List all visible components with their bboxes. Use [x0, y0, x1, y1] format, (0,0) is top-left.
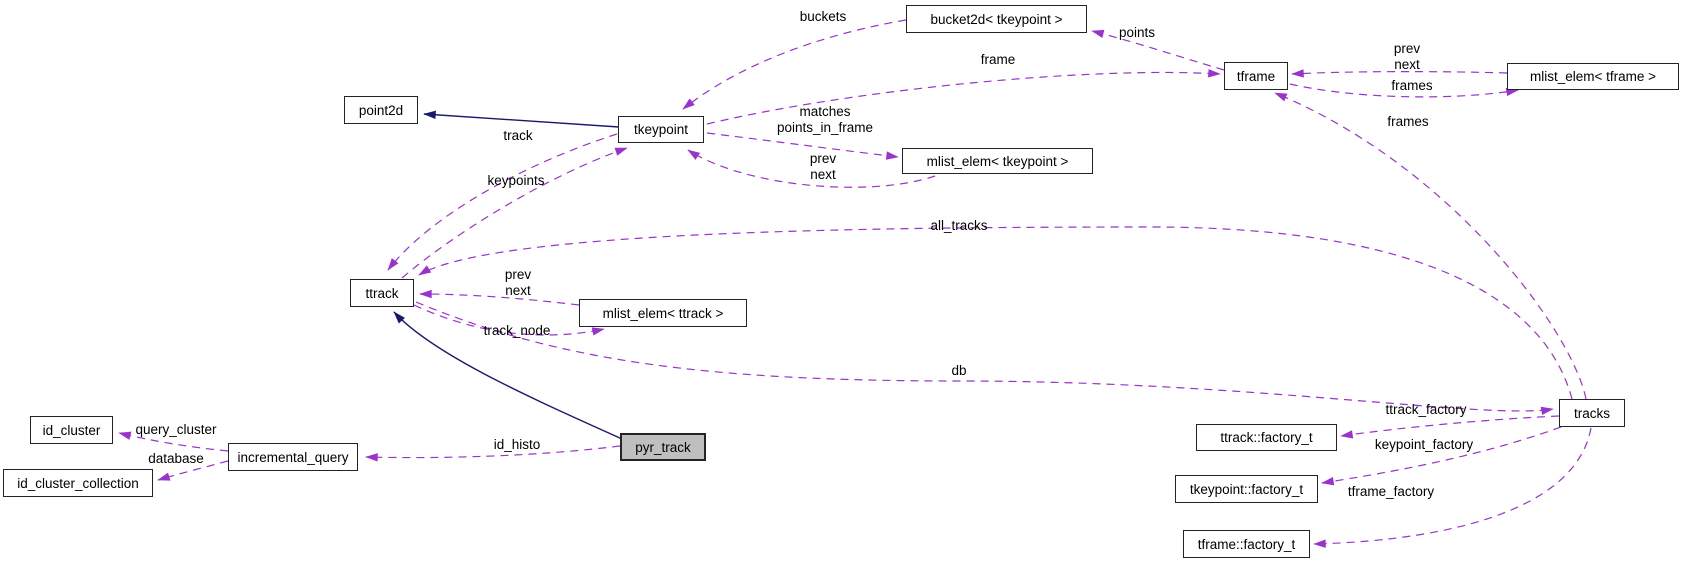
node-bucket2d-tkeypoint[interactable]: bucket2d< tkeypoint > — [906, 5, 1087, 33]
node-tkeypoint[interactable]: tkeypoint — [618, 116, 704, 143]
edge-frames-mlist — [1289, 83, 1519, 98]
edge-label-track: track — [503, 128, 533, 144]
edge-ttrack-factory — [1340, 415, 1560, 439]
edge-prev-next-tkeypoint — [687, 149, 936, 188]
node-pyr-track: pyr_track — [620, 433, 706, 461]
edge-track-node — [413, 304, 605, 336]
edge-prev-next-ttrack — [419, 289, 580, 306]
edge-database — [157, 460, 229, 481]
edge-label-database: database — [148, 451, 204, 467]
edge-keypoint-factory — [1321, 426, 1562, 486]
edge-label-points: points — [1118, 25, 1156, 41]
edge-label-prev-next-tkeypoint: prev next — [809, 151, 837, 182]
node-id-cluster[interactable]: id_cluster — [30, 416, 113, 444]
edge-buckets — [682, 19, 907, 110]
edge-inheritance-pyr-track-ttrack — [393, 311, 623, 440]
edge-db — [415, 301, 1554, 416]
edge-inheritance-tkeypoint-point2d — [423, 110, 620, 128]
node-tkeypoint-factory-t[interactable]: tkeypoint::factory_t — [1175, 475, 1318, 503]
edge-tframe-factory — [1313, 427, 1592, 548]
node-ttrack[interactable]: ttrack — [350, 279, 414, 307]
edge-matches — [706, 132, 899, 160]
edge-label-frames-mlist: frames — [1391, 78, 1433, 94]
edge-label-keypoint-factory: keypoint_factory — [1374, 437, 1474, 453]
edge-label-matches: matches points_in_frame — [776, 104, 874, 135]
node-id-cluster-collection[interactable]: id_cluster_collection — [3, 469, 153, 497]
node-mlist-elem-tframe[interactable]: mlist_elem< tframe > — [1507, 63, 1679, 90]
edge-id-histo — [365, 445, 621, 462]
edge-label-prev-next-tframe: prev next — [1393, 41, 1421, 72]
node-mlist-elem-tkeypoint[interactable]: mlist_elem< tkeypoint > — [902, 148, 1093, 174]
edge-label-query-cluster: query_cluster — [135, 422, 217, 438]
edge-label-id-histo: id_histo — [493, 437, 541, 453]
node-mlist-elem-ttrack[interactable]: mlist_elem< ttrack > — [579, 299, 747, 327]
edge-label-db: db — [951, 363, 967, 379]
node-tframe-factory-t[interactable]: tframe::factory_t — [1183, 530, 1310, 558]
edge-query-cluster — [118, 431, 229, 452]
edge-label-frames-tracks: frames — [1387, 114, 1429, 130]
edge-label-frame: frame — [980, 52, 1016, 68]
edge-label-keypoints: keypoints — [487, 173, 545, 189]
edge-label-tframe-factory: tframe_factory — [1347, 484, 1435, 500]
edge-track — [387, 133, 618, 271]
edge-label-buckets: buckets — [799, 9, 847, 25]
edge-label-ttrack-factory: ttrack_factory — [1385, 402, 1467, 418]
edge-keypoints — [401, 147, 628, 279]
edge-points — [1091, 29, 1225, 71]
edge-label-track-node: track_node — [483, 323, 551, 339]
node-incremental-query[interactable]: incremental_query — [228, 443, 358, 471]
node-point2d[interactable]: point2d — [344, 96, 418, 124]
edge-all-tracks — [418, 226, 1573, 400]
node-tframe[interactable]: tframe — [1224, 62, 1288, 90]
edge-label-prev-next-ttrack: prev next — [504, 267, 532, 298]
edge-label-all-tracks: all_tracks — [930, 218, 988, 234]
edge-frames-tracks — [1274, 92, 1587, 400]
node-ttrack-factory-t[interactable]: ttrack::factory_t — [1196, 424, 1337, 451]
node-tracks[interactable]: tracks — [1559, 399, 1625, 427]
